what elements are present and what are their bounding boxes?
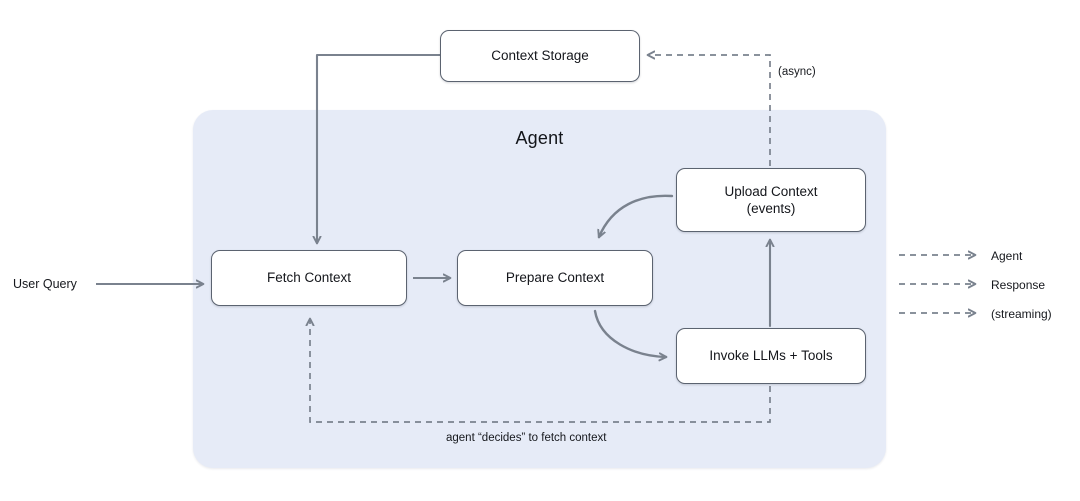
node-prepare-context[interactable]: Prepare Context (457, 250, 653, 306)
node-upload-context-label-line2: (events) (746, 201, 796, 216)
node-context-storage-label: Context Storage (491, 48, 589, 64)
legend-label-streaming: (streaming) (991, 307, 1052, 321)
label-agent-decides-to-fetch-context: agent “decides” to fetch context (446, 432, 607, 444)
node-fetch-context-label: Fetch Context (266, 270, 352, 286)
node-upload-context[interactable]: Upload Context (events) (676, 168, 866, 232)
agent-panel-title: Agent (515, 128, 564, 148)
node-prepare-context-label: Prepare Context (505, 270, 605, 286)
node-invoke-llms[interactable]: Invoke LLMs + Tools (676, 328, 866, 384)
label-user-query: User Query (13, 277, 77, 291)
node-upload-context-label-line1: Upload Context (724, 183, 818, 199)
node-fetch-context[interactable]: Fetch Context (211, 250, 407, 306)
legend-label-agent: Agent (991, 249, 1023, 263)
node-invoke-llms-label: Invoke LLMs + Tools (709, 348, 833, 364)
legend-label-response: Response (991, 278, 1046, 292)
label-async: (async) (778, 66, 816, 78)
node-context-storage[interactable]: Context Storage (440, 30, 640, 82)
node-upload-context-label: Upload Context (events) (724, 183, 817, 218)
